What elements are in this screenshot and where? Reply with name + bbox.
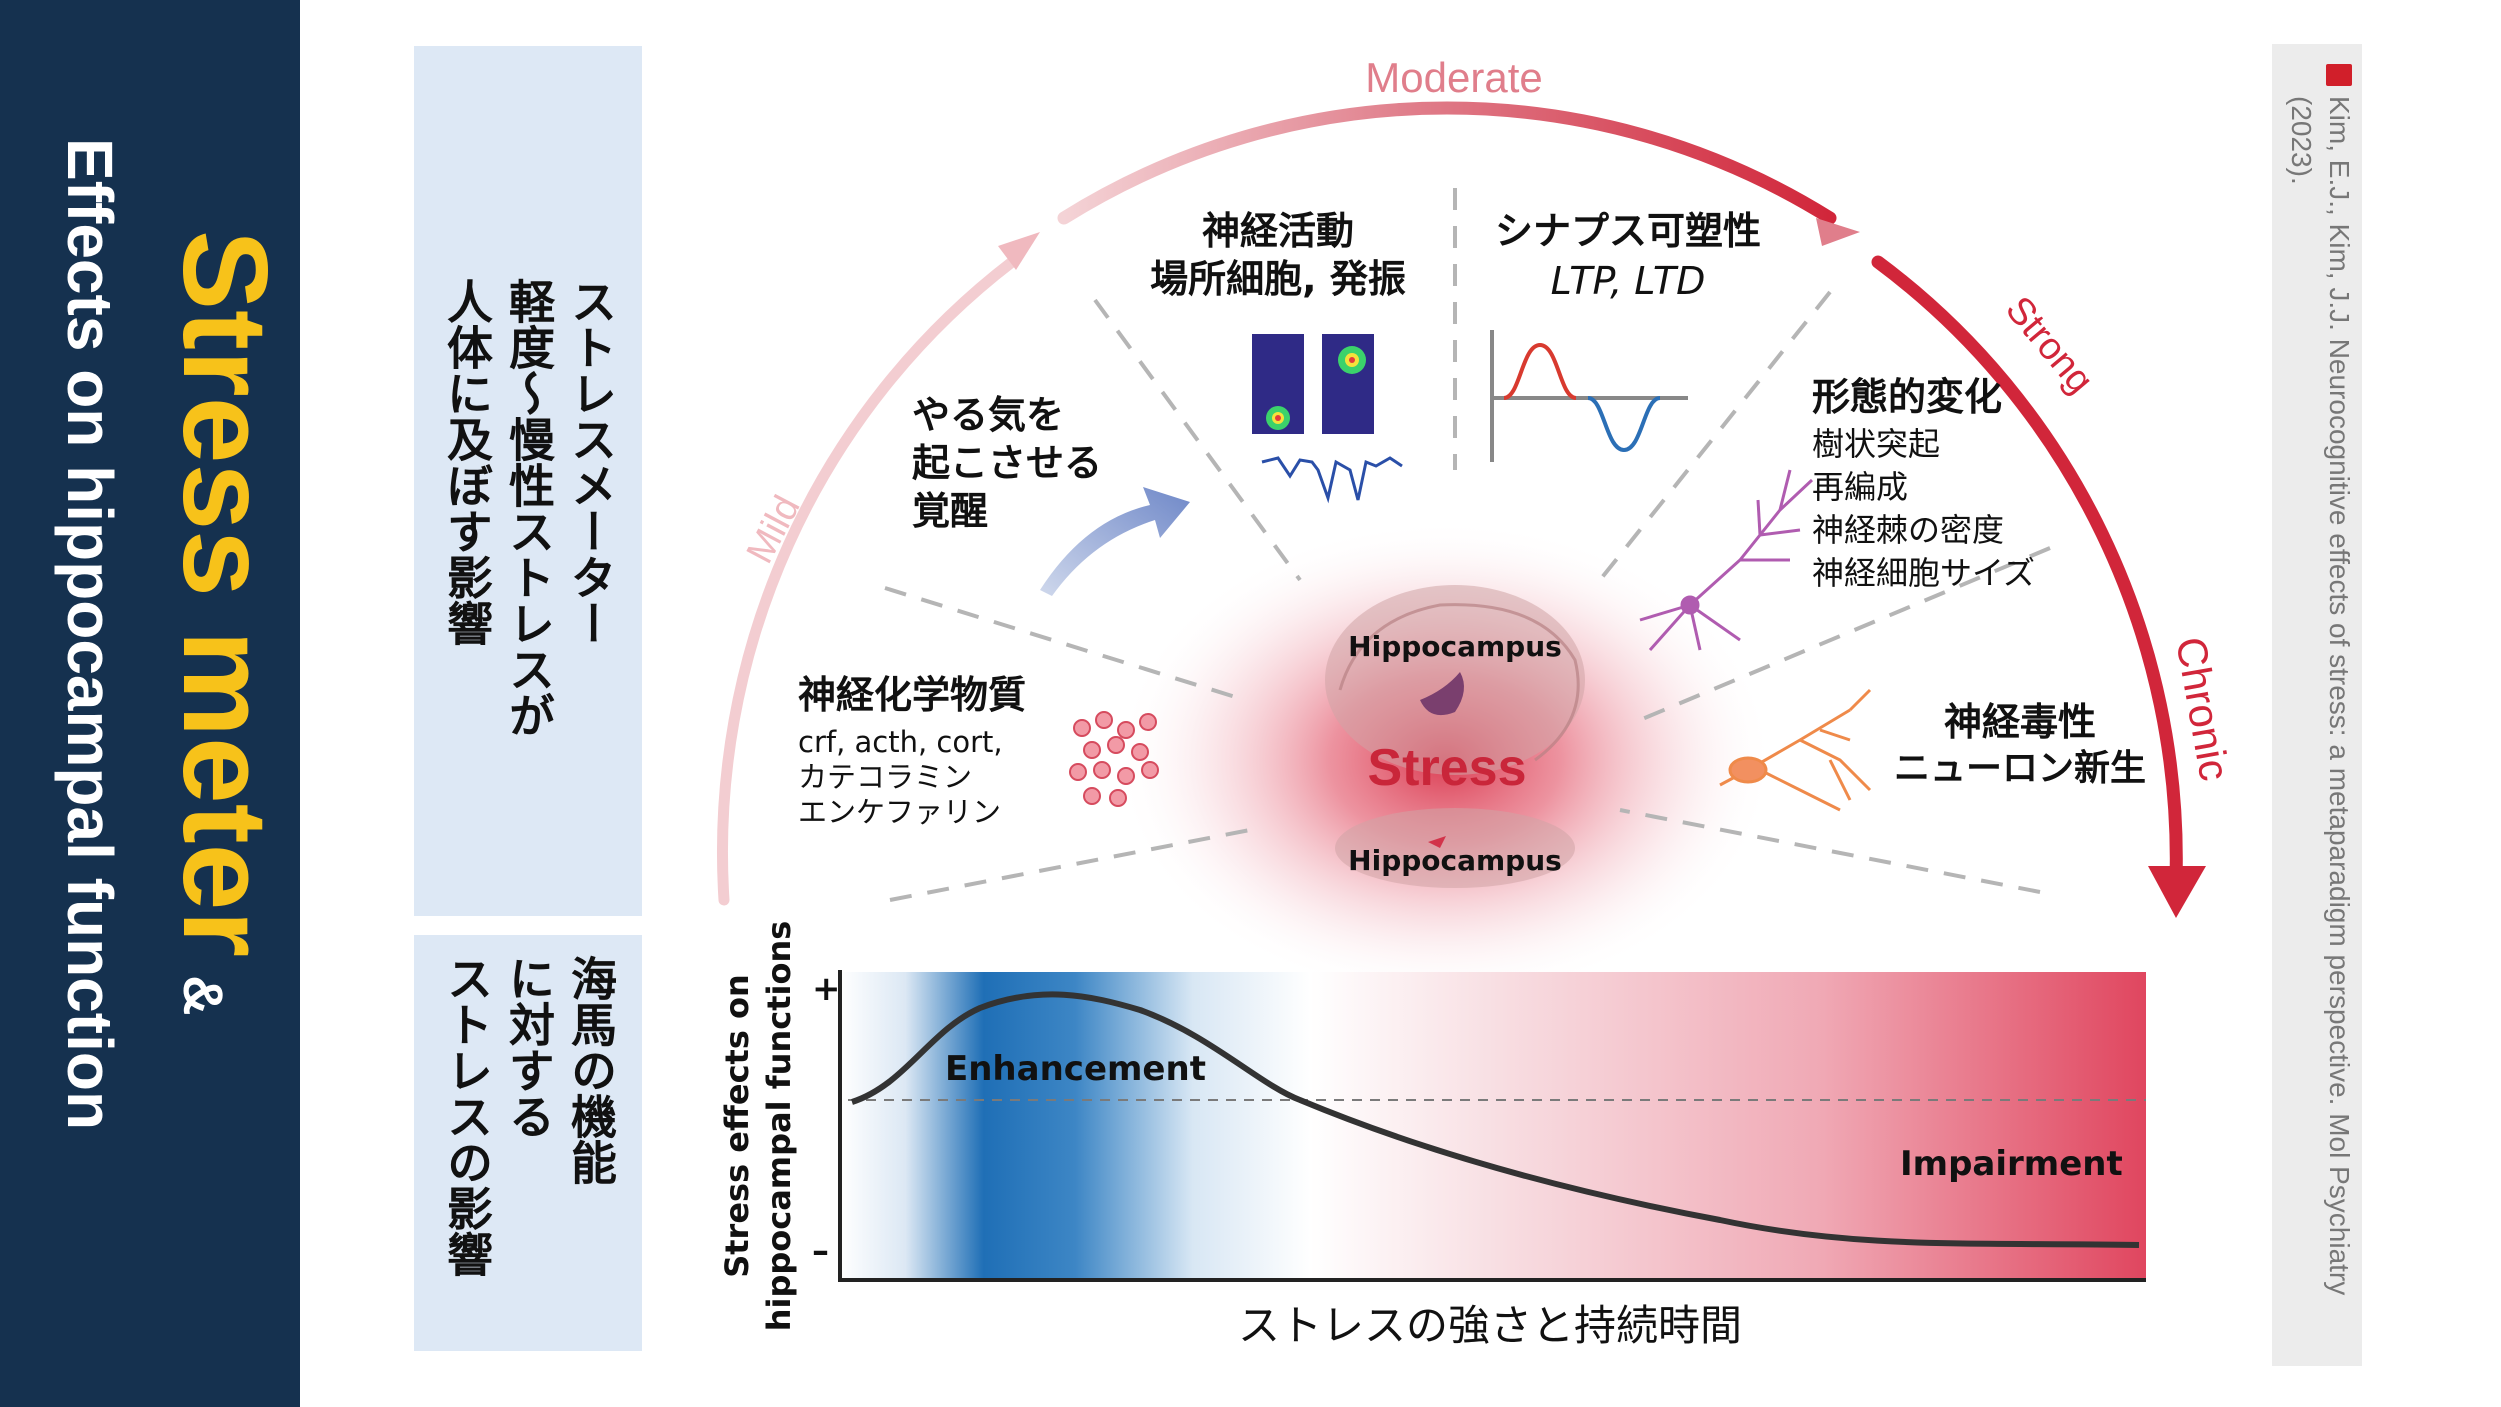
molecules-icon <box>1069 711 1159 807</box>
morphology-line: 再編成 <box>1812 468 1908 506</box>
arousal-arrow-icon <box>1040 487 1190 596</box>
arc-arrowhead-mild <box>998 232 1040 270</box>
plot-xlabel: ストレスの強さと持続時間 <box>1238 1301 1742 1350</box>
morphology-line: 樹状突起 <box>1812 425 1940 463</box>
neurochem-line: crf, acth, cort, <box>798 725 1003 759</box>
arousal-line: 起こさせる <box>912 441 1102 485</box>
side-label-bottom-line: 海馬の機能 <box>564 955 618 1185</box>
oscillation-trace-icon <box>1261 456 1403 504</box>
arc-arrowhead-chronic <box>2148 866 2206 918</box>
brain-icon <box>1325 585 1585 888</box>
level-label-moderate: Moderate <box>1365 54 1542 101</box>
title-band <box>0 0 300 1407</box>
plasticity-subtitle: LTP, LTD <box>1551 259 1706 303</box>
side-label-top: ストレスメーター軽度～慢性ストレスが人体に及ぼす影響 <box>436 278 622 738</box>
morphology-title: 形態的変化 <box>1812 375 2002 419</box>
stress-effect-curve <box>851 991 2140 1248</box>
ltp-ltd-graph-icon <box>1490 330 1688 462</box>
sector-dividers <box>884 188 2051 902</box>
citation-block: Kim, E.J., Kim, J.J. Neurocognitive effe… <box>2274 64 2358 1324</box>
plot-background <box>840 972 2146 1280</box>
activity-title: 神経活動 <box>1202 209 1354 253</box>
arc-arrowhead-moderate <box>1816 218 1860 246</box>
level-label-chronic: Chronic <box>2167 633 2238 784</box>
neurochem-title: 神経化学物質 <box>798 673 1026 717</box>
citation-strip <box>2272 44 2362 1366</box>
side-label-box-top: ストレスメーター軽度～慢性ストレスが人体に及ぼす影響 <box>414 46 642 916</box>
impairment-label: Impairment <box>1900 1144 2123 1184</box>
side-label-top-line: ストレスメーター <box>564 278 618 646</box>
new-neuron-icon <box>1719 688 1872 812</box>
toxicity-subtitle: ニューロン新生 <box>1894 748 2146 789</box>
side-label-top-line: 軽度～慢性ストレスが <box>502 278 556 738</box>
plasticity-title: シナプス可塑性 <box>1495 209 1761 253</box>
plot-ylabel-line1: Stress effects on <box>718 974 756 1278</box>
stress-label: Stress <box>1368 739 1527 797</box>
toxicity-title: 神経毒性 <box>1944 700 2096 744</box>
side-label-bottom-line: に対する <box>502 955 556 1139</box>
morphology-line: 神経細胞サイズ <box>1812 554 2035 592</box>
side-label-top-line: 人体に及ぼす影響 <box>440 278 494 646</box>
side-label-bottom: 海馬の機能に対するストレスの影響 <box>436 955 622 1277</box>
side-label-bottom-line: ストレスの影響 <box>440 955 494 1277</box>
bookmark-icon <box>2326 64 2352 86</box>
citation-text: Kim, E.J., Kim, J.J. Neurocognitive effe… <box>2286 96 2355 1296</box>
plot-plus-label: + <box>812 969 841 1009</box>
plot-minus-label: – <box>812 1231 829 1271</box>
enhancement-label: Enhancement <box>945 1049 1206 1089</box>
arousal-line: やる気を <box>912 393 1064 437</box>
activity-subtitle: 場所細胞, 発振 <box>1150 257 1406 301</box>
hippocampus-label-bottom: Hippocampus <box>1348 844 1562 877</box>
morphology-line: 神経棘の密度 <box>1812 511 2004 549</box>
pyramidal-neuron-icon <box>1639 469 1814 651</box>
neurochem-line: エンケファリン <box>798 795 1001 829</box>
place-cell-map-icon <box>1252 334 1374 434</box>
hippocampus-label-top: Hippocampus <box>1348 630 1562 663</box>
side-label-box-bottom: 海馬の機能に対するストレスの影響 <box>414 935 642 1351</box>
plot-ylabel-line2: hippocampal functions <box>760 921 798 1332</box>
neurochem-line: カテコラミン <box>798 760 972 794</box>
meter-arc <box>716 101 2183 906</box>
arousal-line: 覚醒 <box>912 489 988 533</box>
